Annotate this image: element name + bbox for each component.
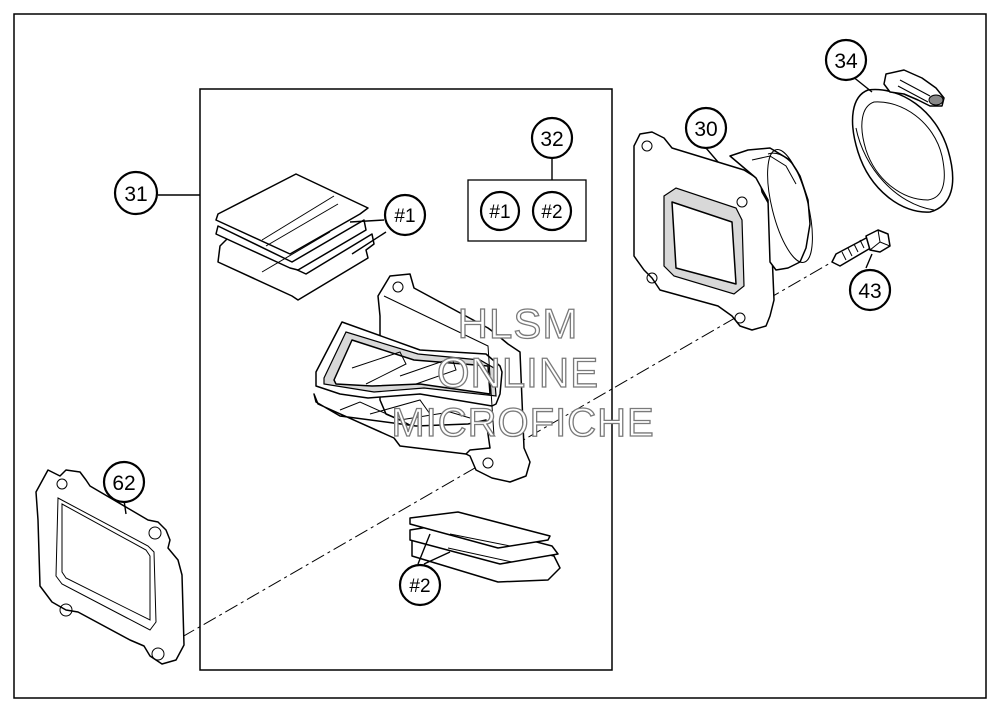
leader-petal1-a — [349, 219, 385, 223]
group-box-31 — [199, 88, 613, 671]
leader-30 — [705, 147, 719, 163]
watermark: HLSM ONLINE MICROFICHE — [391, 299, 655, 445]
callout-32-label: 32 — [540, 128, 563, 151]
watermark-line-1: HLSM — [458, 300, 579, 347]
callout-petal-1: #1 — [383, 193, 427, 237]
watermark-line-3: MICROFICHE — [391, 401, 654, 445]
callout-kit-1-label: #1 — [489, 202, 510, 223]
leader-43 — [865, 253, 873, 269]
callout-43-label: 43 — [858, 280, 881, 303]
intake-manifold-30 — [633, 131, 813, 331]
outer-frame — [13, 13, 987, 699]
callout-31: 31 — [113, 170, 159, 216]
callout-34: 34 — [824, 38, 868, 82]
leader-petal1-b — [351, 231, 387, 255]
bolt-43 — [831, 229, 891, 267]
leader-petal2-b — [423, 551, 451, 565]
callout-62: 62 — [102, 460, 146, 504]
callout-32: 32 — [530, 116, 574, 160]
hose-clamp-34 — [851, 69, 954, 213]
callout-kit-2-label: #2 — [541, 202, 562, 223]
callout-34-label: 34 — [834, 50, 858, 73]
reed-petals-1 — [215, 173, 375, 301]
callout-petal-2: #2 — [398, 563, 442, 607]
callout-30-label: 30 — [694, 118, 717, 141]
watermark-line-2: ONLINE — [437, 349, 599, 396]
callout-kit-1: #1 — [479, 190, 521, 232]
callout-petal-1-label: #1 — [394, 206, 415, 227]
callout-kit-2: #2 — [531, 190, 573, 232]
callout-62-label: 62 — [112, 472, 135, 495]
reed-petals-2 — [409, 511, 561, 583]
reed-valve-block — [313, 273, 531, 483]
callout-31-label: 31 — [124, 183, 147, 206]
callout-petal-2-label: #2 — [409, 576, 430, 597]
gasket-62 — [35, 469, 185, 665]
callout-30: 30 — [684, 106, 728, 150]
callout-43: 43 — [848, 268, 892, 312]
leader-petal2-a — [417, 533, 431, 565]
kit-box-32 — [467, 179, 587, 242]
